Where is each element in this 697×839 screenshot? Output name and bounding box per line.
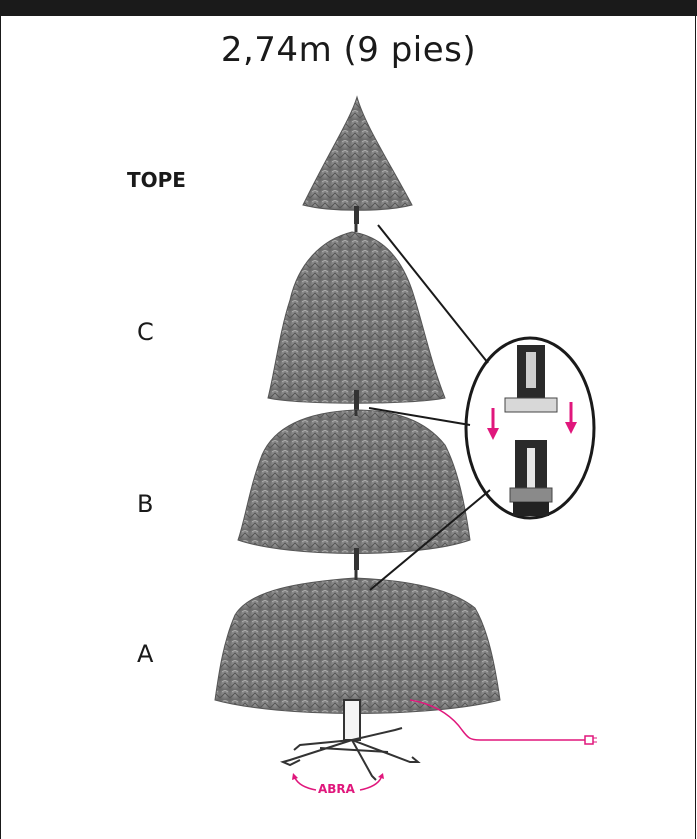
connector-detail-zoom [466, 338, 594, 518]
stand-open-label: ABRA [318, 782, 355, 796]
tree-section-c [268, 232, 445, 410]
tree-section-top [303, 97, 412, 224]
tree-section-b [238, 410, 470, 570]
tree-section-a [215, 578, 500, 714]
